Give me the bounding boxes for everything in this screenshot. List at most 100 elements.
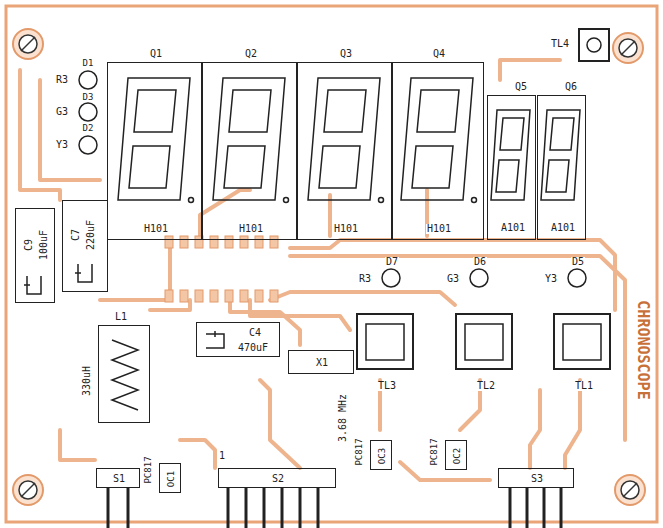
display-outline: Q2H101 <box>202 62 297 240</box>
display-outline: Q3H101 <box>297 62 392 240</box>
pin <box>107 488 110 528</box>
digit-segments <box>496 118 524 192</box>
digit-segments <box>319 90 366 188</box>
digit-outline <box>401 78 473 200</box>
designator: Q5 <box>514 82 528 92</box>
connector-header: S3 <box>498 468 574 488</box>
mounting-holes <box>13 29 645 505</box>
component-value: 220uF <box>86 219 96 251</box>
designator: D3 <box>82 93 95 102</box>
led-color: Y3 <box>55 140 69 150</box>
led-color: G3 <box>446 274 460 284</box>
trace <box>40 80 100 180</box>
digit-outline <box>308 78 380 200</box>
component-value: A101 <box>500 223 526 233</box>
optocoupler: OC3 <box>370 440 392 470</box>
led <box>79 71 97 89</box>
component-symbols <box>24 38 601 410</box>
designator: OC1 <box>167 470 176 488</box>
led-color: G3 <box>55 107 69 117</box>
decimal-point <box>189 198 194 203</box>
capacitor-outline: C9100uF <box>15 208 55 303</box>
connector-header: S1 <box>96 468 140 488</box>
digit-segments <box>546 118 574 192</box>
mounting-hole <box>13 29 43 59</box>
trace <box>260 380 300 468</box>
component-value: H101 <box>426 224 452 234</box>
push-button: TL3 <box>356 313 414 370</box>
digit-outline <box>541 110 580 200</box>
designator: Q3 <box>339 49 353 59</box>
capacitor-symbol <box>75 264 92 282</box>
ic-pad <box>165 290 173 302</box>
designator: D6 <box>473 257 487 267</box>
ic-pad <box>225 290 233 302</box>
ic-pad <box>240 290 248 302</box>
decimal-point <box>472 198 477 203</box>
connector-pins <box>108 488 561 528</box>
designator: S2 <box>271 474 285 484</box>
trace <box>290 240 615 310</box>
capacitor-outline: C4470uF <box>196 322 280 357</box>
optocoupler: OC2 <box>445 440 467 470</box>
pin <box>281 488 284 528</box>
led <box>79 136 97 154</box>
designator: X1 <box>315 358 329 368</box>
pin <box>299 488 302 528</box>
ic-pad <box>165 236 173 248</box>
trace <box>270 292 455 305</box>
capacitor-outline: C7 220uF <box>62 200 108 292</box>
designator: S3 <box>530 474 544 484</box>
ic-pad <box>270 236 278 248</box>
connector-header: S2 <box>218 468 336 488</box>
designator: D2 <box>82 124 95 133</box>
ic-pad <box>255 236 263 248</box>
ic-pad <box>195 290 203 302</box>
mounting-hole <box>21 37 35 51</box>
designator: OC3 <box>378 447 387 465</box>
mounting-hole <box>621 41 635 55</box>
designator: D7 <box>385 257 399 267</box>
designator: TL3 <box>377 381 397 391</box>
digit-outline <box>213 78 285 200</box>
part-number: PC817 <box>144 455 153 484</box>
ic-pad <box>225 236 233 248</box>
inductor-outline: L1330uH <box>98 325 150 423</box>
board-edge <box>6 6 657 522</box>
decimal-point <box>379 198 384 203</box>
component-value: 330uH <box>82 365 92 397</box>
button-body <box>587 38 601 52</box>
mounting-hole <box>19 481 37 499</box>
ic-pad <box>180 290 188 302</box>
trace <box>328 195 332 236</box>
pin <box>509 488 512 528</box>
crystal-frequency: 3.68 MHz <box>338 393 348 443</box>
led-color: R3 <box>55 75 69 85</box>
part-number: PC817 <box>430 437 439 466</box>
capacitor-symbol <box>206 331 224 348</box>
display-digits <box>118 78 580 203</box>
display-outline: Q1H101 <box>107 62 202 240</box>
pin <box>560 488 563 528</box>
pin <box>543 488 546 528</box>
designator: C7 <box>71 228 81 242</box>
push-button: TL1 <box>553 313 611 370</box>
ic-pad <box>255 290 263 302</box>
led-color: Y3 <box>544 274 558 284</box>
mounting-hole <box>613 33 643 63</box>
designator: TL2 <box>476 381 496 391</box>
ic-pad <box>210 236 218 248</box>
designator: Q1 <box>149 49 163 59</box>
digit-segments <box>224 90 271 188</box>
designator: TL1 <box>574 381 594 391</box>
crystal-outline: X1 <box>288 350 354 374</box>
leds <box>79 71 586 287</box>
trace <box>180 440 215 468</box>
board-title: CHRONOSCOPE <box>635 299 650 400</box>
trace <box>500 60 560 80</box>
digit-outline <box>118 78 190 200</box>
push-button: TL4 <box>578 28 610 62</box>
led <box>470 269 488 287</box>
